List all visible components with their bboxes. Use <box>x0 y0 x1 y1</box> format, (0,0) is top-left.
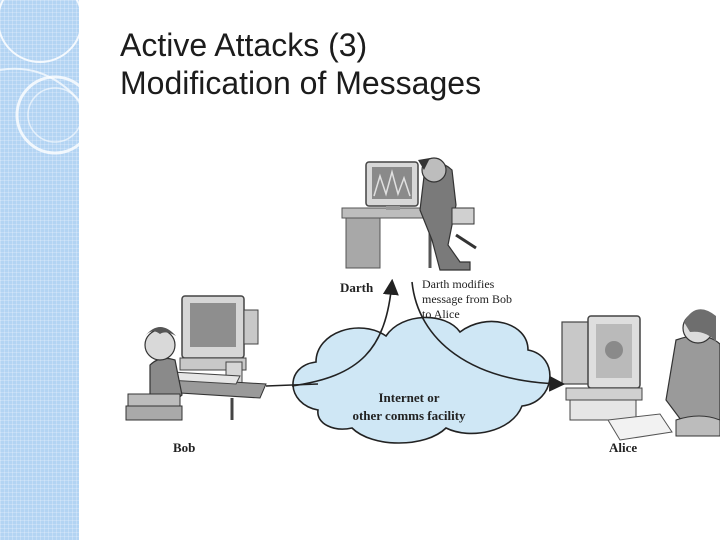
darth-note-line-2: message from Bob <box>422 292 512 306</box>
decorative-circles <box>0 0 101 155</box>
alice-figure <box>665 309 720 437</box>
bob-label: Bob <box>173 440 195 455</box>
bob-link-line <box>265 383 319 387</box>
slide-title: Active Attacks (3) Modification of Messa… <box>120 26 481 102</box>
title-line-1: Active Attacks (3) <box>120 27 368 63</box>
bob-workstation <box>163 295 267 420</box>
alice-label: Alice <box>609 440 637 455</box>
internet-cloud <box>292 316 551 444</box>
darth-note-line-3: to Alice <box>422 307 460 321</box>
title-line-2: Modification of Messages <box>120 65 482 101</box>
darth-workstation <box>341 161 451 269</box>
cloud-label-line-2: other comms facility <box>352 408 466 423</box>
darth-label: Darth <box>340 280 374 295</box>
darth-note-line-1: Darth modifies <box>422 277 495 291</box>
bob-to-darth-arrow <box>291 278 399 387</box>
alice-workstation <box>561 315 673 441</box>
cloud-label-line-1: Internet or <box>378 390 439 405</box>
bob-figure <box>125 327 183 421</box>
darth-figure <box>418 157 477 271</box>
darth-to-alice-arrow <box>411 281 566 392</box>
